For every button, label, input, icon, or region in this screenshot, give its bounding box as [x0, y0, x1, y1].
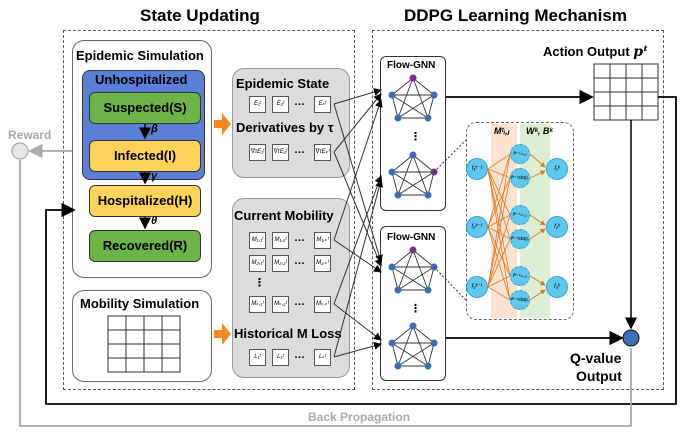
- mobility-cell: M₁,ₖᵗ: [314, 232, 331, 249]
- mobility-cell: Mₖ,₂ᵗ: [272, 296, 289, 313]
- detail-mid-node: fᵏ⁻¹stay,2: [510, 229, 530, 249]
- derivative-cell: ∇τE₂ᵗ: [272, 144, 289, 161]
- mobility-ellipsis: …: [294, 232, 305, 244]
- epidemic-state-label: Epidemic State: [236, 76, 330, 91]
- mobility-cell: M₁,₁ᵗ: [249, 232, 266, 249]
- mobility-cell: M₂,ₖᵗ: [314, 255, 331, 272]
- derivative-cell: ∇τEₖᵗ: [314, 144, 331, 161]
- action-output-label: Action Output pᵗ: [543, 44, 648, 60]
- historical-loss-label: Historical M Loss: [234, 326, 342, 341]
- mobility-cell: M₁,₂ᵗ: [272, 232, 289, 249]
- unhospitalized-label: Unhospitalized: [95, 72, 188, 87]
- stage-infected: Infected(I): [89, 140, 201, 172]
- flow-gnn-top-label: Flow-GNN: [387, 60, 436, 71]
- current-mobility-label: Current Mobility: [234, 208, 334, 223]
- detail-right-node: f₁ᵏ: [546, 158, 568, 180]
- mobility-simulation-title: Mobility Simulation: [80, 296, 200, 311]
- rate-theta: θ: [151, 215, 158, 227]
- gnn-bottom-ellipsis: ⋮: [410, 303, 421, 315]
- detail-left-node: f₂ᵏ⁻¹: [466, 216, 488, 238]
- detail-w-label: Wᵏ, Bᵏ: [526, 126, 553, 136]
- mobility-ellipsis: …: [294, 255, 305, 267]
- mobility-cell: M₂,₁ᵗ: [249, 255, 266, 272]
- rate-beta: β: [151, 123, 158, 135]
- epidemic-state-ellipsis: …: [294, 96, 305, 108]
- mobility-cell: Mₖ,ₖᵗ: [314, 296, 331, 313]
- gnn-top-ellipsis: ⋮: [410, 131, 421, 143]
- state-updating-title: State Updating: [140, 6, 260, 25]
- qvalue-line1: Q-value: [570, 350, 622, 366]
- detail-m-label: Mᵗᵢ,ⱼ: [494, 126, 510, 136]
- derivatives-label: Derivatives by τ: [236, 120, 334, 135]
- detail-mid-node: fᵏ⁻¹ₘ,₂: [510, 205, 530, 225]
- stage-suspected: Suspected(S): [89, 92, 201, 124]
- qvalue-line2: Output: [576, 368, 622, 384]
- detail-mid-node: fᵏ⁻¹stay,3: [510, 290, 530, 310]
- stage-hospitalized: Hospitalized(H): [89, 185, 201, 217]
- action-output-text: Action Output: [543, 44, 630, 59]
- mobility-cell: Mₖ,₁ᵗ: [249, 296, 266, 313]
- loss-ellipsis: …: [294, 349, 305, 361]
- rate-gamma: γ: [151, 170, 158, 182]
- stage-recovered: Recovered(R): [89, 230, 201, 262]
- detail-right-node: f₂ᵏ: [546, 216, 568, 238]
- loss-cell: Lₖᵗ: [314, 349, 331, 366]
- mobility-cell: M₂,₂ᵗ: [272, 255, 289, 272]
- derivative-ellipsis: …: [294, 144, 305, 156]
- derivative-cell: ∇τE₁ᵗ: [249, 144, 266, 161]
- action-output-symbol: pᵗ: [633, 44, 649, 60]
- ddpg-title: DDPG Learning Mechanism: [404, 6, 627, 25]
- loss-cell: L₂ᵗ: [272, 349, 289, 366]
- epidemic-state-cell: E₁ᵗ: [249, 96, 266, 113]
- reward-node: [11, 142, 29, 160]
- detail-left-node: f₃ᵏ⁻¹: [466, 276, 488, 298]
- flow-gnn-bottom-label: Flow-GNN: [387, 232, 436, 243]
- reward-label: Reward: [8, 128, 52, 142]
- mobility-ellipsis: …: [294, 296, 305, 308]
- epidemic-state-cell: Eₖᵗ: [314, 96, 331, 113]
- detail-right-node: f₃ᵏ: [546, 276, 568, 298]
- detail-mid-node: fᵏ⁻¹ₘ,₃: [510, 266, 530, 286]
- mobility-vertical-ellipsis: ⋮: [254, 277, 265, 289]
- detail-mid-node: fᵏ⁻¹ₘ,₁: [510, 144, 530, 164]
- epidemic-state-cell: E₂ᵗ: [272, 96, 289, 113]
- loss-cell: L₁ᵗ: [249, 349, 266, 366]
- epidemic-simulation-title: Epidemic Simulation: [76, 48, 204, 63]
- detail-left-node: f₁ᵏ⁻¹: [466, 158, 488, 180]
- back-propagation-label: Back Propagation: [308, 410, 411, 424]
- detail-mid-node: fᵏ⁻¹stay,1: [510, 168, 530, 188]
